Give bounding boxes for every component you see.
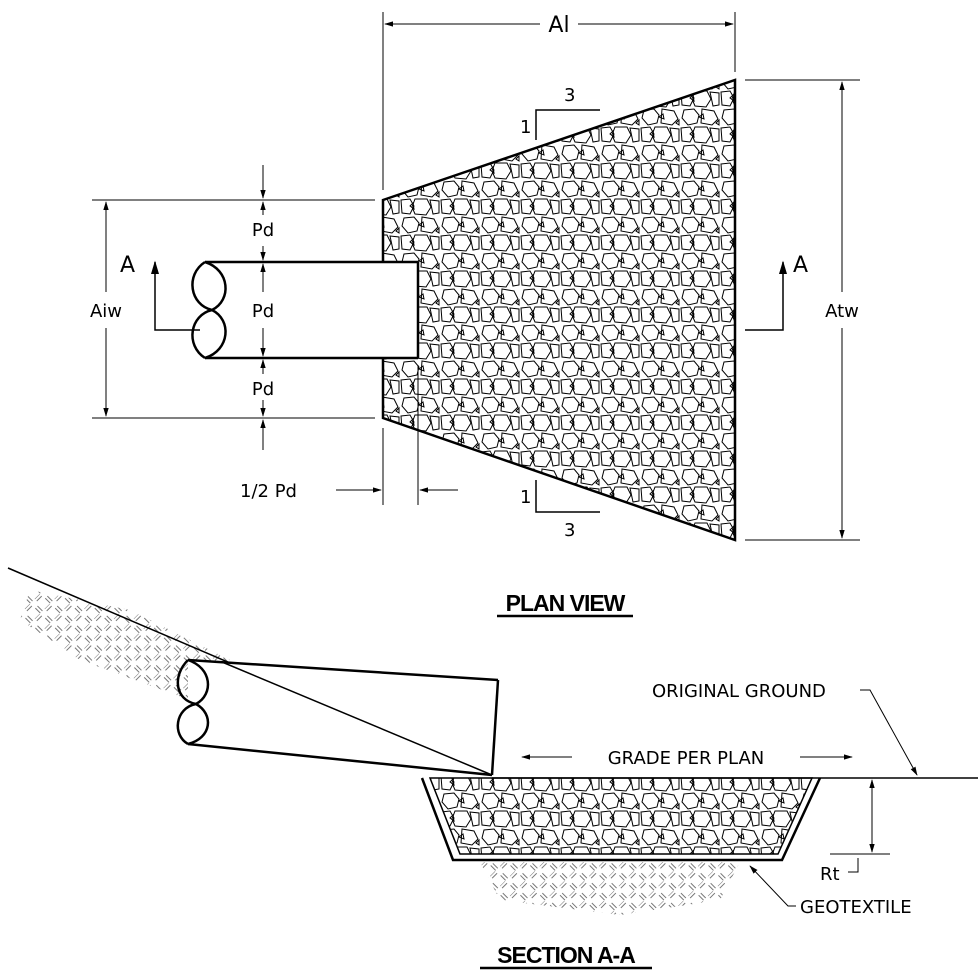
pipe-plan: [200, 262, 418, 358]
pipe-section: [188, 660, 498, 775]
slope-top-run: 3: [564, 85, 575, 106]
pipe-break-symbol-section: [176, 658, 210, 746]
plan-view: Al Atw Aiw Pd Pd Pd 1/2 Pd A: [90, 12, 860, 618]
geotextile-line: [420, 777, 822, 862]
slope-top-rise: 1: [520, 117, 531, 138]
earth-hatch-bottom: [480, 862, 740, 915]
section-mark-right: A: [793, 253, 808, 278]
riprap-apron: [381, 78, 737, 542]
dim-length-label: Al: [548, 13, 569, 38]
riprap-section: [428, 777, 814, 855]
section-view-title: SECTION A-A: [497, 942, 635, 968]
dim-outlet-width-label: Atw: [825, 301, 859, 322]
slope-bottom-rise: 1: [520, 487, 531, 508]
dim-pipe-bottom-label: Pd: [252, 379, 274, 400]
earth-hatch-left: [20, 590, 230, 700]
dim-offset-label: 1/2 Pd: [240, 481, 297, 502]
dim-pipe-dia-label: Pd: [252, 301, 274, 322]
original-ground-label: ORIGINAL GROUND: [652, 681, 826, 702]
pipe-break-symbol: [191, 260, 227, 360]
grade-per-plan-label: GRADE PER PLAN: [608, 748, 765, 769]
section-view: GRADE PER PLAN ORIGINAL GROUND Rt GEOTEX…: [7, 567, 978, 970]
dim-pipe-top-label: Pd: [252, 220, 274, 241]
thickness-label: Rt: [820, 864, 840, 885]
slope-bottom-run: 3: [564, 520, 575, 541]
geotextile-label: GEOTEXTILE: [800, 897, 912, 918]
plan-view-title: PLAN VIEW: [506, 590, 626, 616]
dim-inlet-width-label: Aiw: [90, 301, 122, 322]
section-mark-left: A: [120, 253, 135, 278]
